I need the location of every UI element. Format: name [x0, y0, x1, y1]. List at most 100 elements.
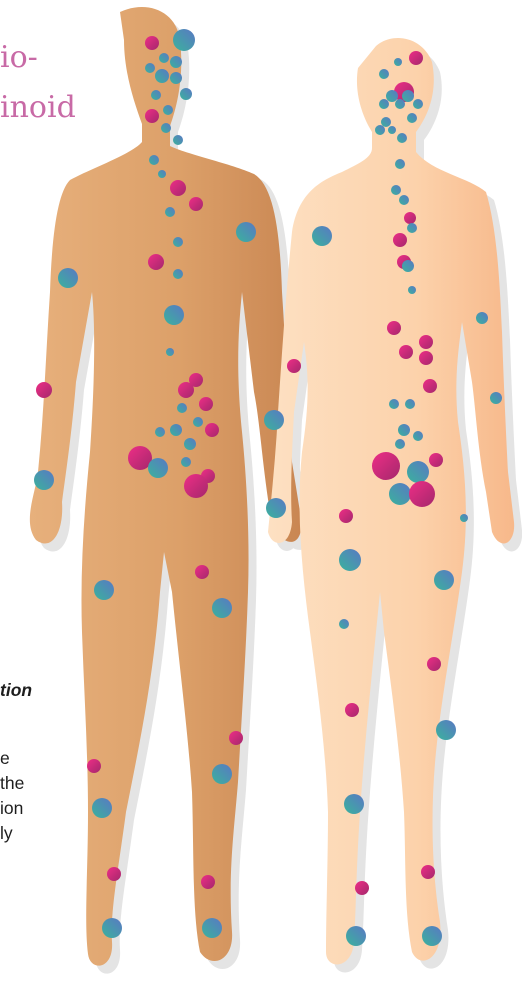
receptor-dot-pink	[170, 180, 186, 196]
receptor-dot-pink	[195, 565, 209, 579]
receptor-dot-teal	[264, 410, 284, 430]
body-fragment-3: the	[0, 775, 24, 793]
body-fragment-4: ion	[0, 800, 23, 818]
receptor-dot-pink	[205, 423, 219, 437]
receptor-dot-pink	[145, 36, 159, 50]
receptor-dot-teal	[395, 159, 405, 169]
receptor-dot-pink	[423, 379, 437, 393]
receptor-dot-teal	[158, 170, 166, 178]
receptor-dot-teal	[170, 424, 182, 436]
title-fragment-1: io-	[0, 43, 38, 73]
receptor-dot-teal	[193, 417, 203, 427]
receptor-dot-pink	[429, 453, 443, 467]
receptor-dot-teal	[379, 69, 389, 79]
receptor-dot-teal	[180, 88, 192, 100]
receptor-dot-teal	[177, 403, 187, 413]
receptor-dot-teal	[58, 268, 78, 288]
receptor-dot-teal	[92, 798, 112, 818]
receptor-dot-teal	[395, 439, 405, 449]
receptor-dot-teal	[397, 133, 407, 143]
receptor-dot-teal	[381, 117, 391, 127]
receptor-dot-teal	[422, 926, 442, 946]
receptor-dot-pink	[184, 474, 208, 498]
receptor-dot-teal	[170, 56, 182, 68]
receptor-dot-pink	[145, 109, 159, 123]
receptor-dot-teal	[181, 457, 191, 467]
receptor-dot-teal	[389, 483, 411, 505]
receptor-dot-pink	[339, 509, 353, 523]
receptor-dot-teal	[170, 72, 182, 84]
receptor-dot-teal	[402, 260, 414, 272]
receptor-dot-pink	[419, 335, 433, 349]
receptor-dot-pink	[178, 382, 194, 398]
receptor-dot-teal	[339, 549, 361, 571]
receptor-dot-teal	[407, 223, 417, 233]
receptor-dot-teal	[145, 63, 155, 73]
receptor-dot-pink	[421, 865, 435, 879]
receptor-dot-teal	[34, 470, 54, 490]
receptor-dot-teal	[391, 185, 401, 195]
receptor-dot-teal	[490, 392, 502, 404]
body-fragment-5: ly	[0, 825, 13, 843]
receptor-dot-teal	[476, 312, 488, 324]
receptor-dot-teal	[339, 619, 349, 629]
receptor-dot-teal	[149, 155, 159, 165]
receptor-dot-teal	[408, 286, 416, 294]
receptor-dot-pink	[399, 345, 413, 359]
receptor-dot-pink	[419, 351, 433, 365]
receptor-dot-pink	[387, 321, 401, 335]
receptor-dot-teal	[402, 90, 414, 102]
receptor-dot-teal	[151, 90, 161, 100]
receptor-dot-teal	[405, 399, 415, 409]
receptor-dot-teal	[407, 113, 417, 123]
receptor-dot-pink	[404, 212, 416, 224]
receptor-dot-pink	[393, 233, 407, 247]
receptor-dot-teal	[184, 438, 196, 450]
receptor-dot-teal	[166, 348, 174, 356]
receptor-dot-teal	[163, 105, 173, 115]
receptor-dot-teal	[155, 69, 169, 83]
receptor-dot-pink	[229, 731, 243, 745]
receptor-dot-teal	[434, 570, 454, 590]
receptor-dot-teal	[346, 926, 366, 946]
receptor-dot-teal	[212, 764, 232, 784]
receptor-dot-teal	[236, 222, 256, 242]
receptor-dot-pink	[189, 197, 203, 211]
receptor-dot-teal	[436, 720, 456, 740]
receptor-dot-teal	[94, 580, 114, 600]
receptor-dot-teal	[386, 90, 398, 102]
receptor-dot-teal	[102, 918, 122, 938]
receptor-dot-teal	[398, 424, 410, 436]
receptor-dot-teal	[395, 99, 405, 109]
body-fragment-1: tion	[0, 682, 32, 700]
receptor-dot-teal	[164, 305, 184, 325]
receptor-dot-teal	[173, 237, 183, 247]
receptor-dot-teal	[379, 99, 389, 109]
receptor-dot-pink	[409, 51, 423, 65]
receptor-dot-pink	[199, 397, 213, 411]
receptor-dot-teal	[399, 195, 409, 205]
receptor-dot-pink	[107, 867, 121, 881]
receptor-dot-teal	[173, 29, 195, 51]
receptor-dot-teal	[173, 135, 183, 145]
receptor-dot-teal	[155, 427, 165, 437]
receptor-dot-teal	[266, 498, 286, 518]
receptor-dot-pink	[409, 481, 435, 507]
receptor-dot-teal	[165, 207, 175, 217]
receptor-dot-teal	[413, 99, 423, 109]
receptor-dot-teal	[161, 123, 171, 133]
title-fragment-2: inoid	[0, 93, 76, 123]
receptor-dot-teal	[202, 918, 222, 938]
receptor-dot-teal	[375, 125, 385, 135]
receptor-dot-teal	[159, 53, 169, 63]
female-figure	[268, 38, 514, 964]
receptor-dot-teal	[460, 514, 468, 522]
receptor-dot-pink	[148, 254, 164, 270]
receptor-dot-teal	[407, 461, 429, 483]
receptor-dot-teal	[312, 226, 332, 246]
receptor-dot-pink	[87, 759, 101, 773]
receptor-dot-teal	[394, 58, 402, 66]
receptor-dot-teal	[148, 458, 168, 478]
receptor-dot-teal	[212, 598, 232, 618]
